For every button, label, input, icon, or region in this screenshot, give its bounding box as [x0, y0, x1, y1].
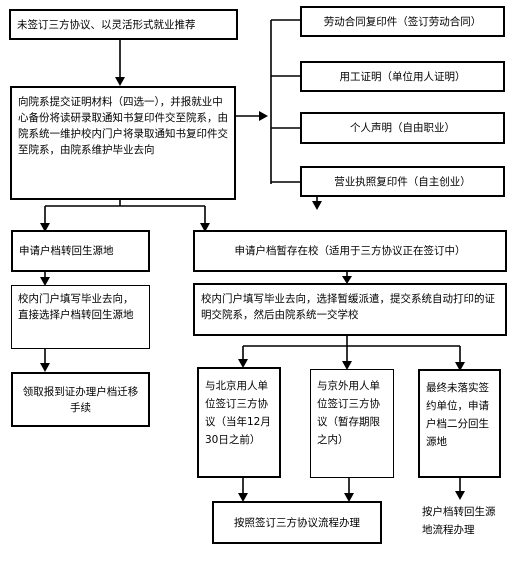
node-tripartite-process: 按照签订三方协议流程办理	[212, 501, 382, 544]
node-informal-employment: 未签订三方协议、以灵活形式就业推荐	[9, 9, 238, 40]
node-no-employer: 最终未落实签约单位，申请户档二分回生源地	[418, 369, 501, 478]
node-beijing-employer: 与北京用人单位签订三方协议（当年12月30日之前）	[197, 367, 281, 478]
node-portal-deferred: 校内门户填写毕业去向，选择暂缓派遣，提交系统自动打印的证明交院系，然后由院系统一…	[193, 283, 507, 336]
node-portal-hometown: 校内门户填写毕业去向，直接选择户档转回生源地	[11, 285, 150, 349]
node-labor-contract: 劳动合同复印件（签订劳动合同）	[300, 6, 505, 37]
node-outside-beijing-employer: 与京外用人单位签订三方协议（暂存期限之内）	[310, 369, 394, 478]
node-hometown-process: 按户档转回生源地流程办理	[422, 506, 496, 536]
node-return-hometown: 申请户档转回生源地	[11, 230, 150, 272]
node-temporary-storage: 申请户档暂存在校（适用于三方协议正在签订中）	[193, 230, 507, 272]
node-employment-certificate: 用工证明（单位用人证明）	[300, 61, 505, 92]
node-personal-statement: 个人声明（自由职业）	[300, 112, 505, 144]
node-report-certificate: 领取报到证办理户档迁移手续	[11, 372, 150, 427]
node-submit-proof: 向院系提交证明材料（四选一），并报就业中心备份将读研录取通知书复印件交至院系，由…	[10, 86, 236, 200]
node-business-license: 营业执照复印件（自主创业）	[300, 166, 505, 197]
